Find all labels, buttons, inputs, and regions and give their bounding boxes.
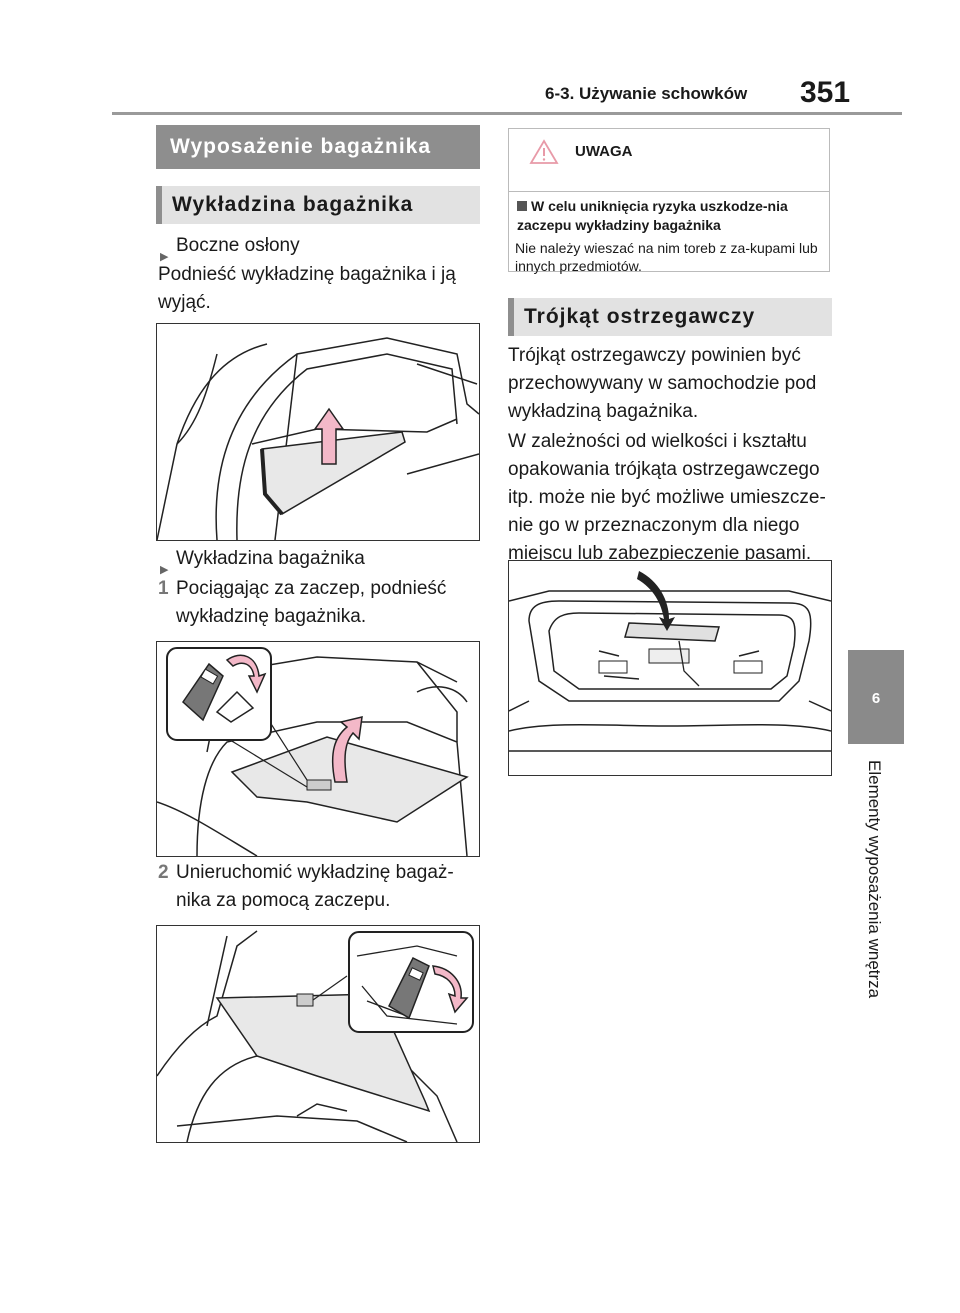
trunk-illustration-3 <box>157 930 474 1142</box>
paragraph-triangle-storage: Trójkąt ostrzegawczy powinien być przech… <box>508 345 817 422</box>
warning-title: UWAGA <box>575 143 633 160</box>
header-rule <box>112 112 902 115</box>
trunk-illustration-1 <box>157 337 479 540</box>
chapter-title-vertical: Elementy wyposażenia wnętrza <box>862 760 886 1020</box>
bullet-trunk-mat: Wykładzina bagażnika <box>176 545 476 573</box>
step-1-text: Pociągając za zaczep, podnieść wykładzin… <box>176 578 447 627</box>
step-2-text: Unieruchomić wykładzinę bagaż-nika za po… <box>176 862 454 911</box>
bullet-side-covers: Boczne osłony <box>176 232 476 260</box>
paragraph-triangle-size: W zależności od wielkości i kształtu opa… <box>508 431 826 564</box>
warning-heading: W celu uniknięcia ryzyka uszkodze-nia za… <box>517 197 823 235</box>
warning-text: Nie należy wieszać na nim toreb z za-kup… <box>515 240 818 274</box>
page-number: 351 <box>800 76 851 109</box>
chapter-tab <box>848 650 904 744</box>
section-title-triangle: Trójkąt ostrzegawczy <box>508 298 832 336</box>
section-header: 6-3. Używanie schowków <box>545 84 748 103</box>
chapter-title: Elementy wyposażenia wnętrza <box>865 760 884 999</box>
trunk-illustration-2 <box>157 647 469 856</box>
figure-warning-triangle <box>508 560 832 776</box>
figure-side-covers <box>156 323 480 541</box>
warning-header: UWAGA <box>509 129 829 192</box>
paragraph-lift-mat: Podnieść wykładzinę bagażnika i ją wyjąć… <box>158 264 456 313</box>
bullet-text-2: Wykładzina bagażnika <box>176 548 365 569</box>
warning-triangle-icon <box>529 139 559 164</box>
step-1-number: 1 <box>158 578 169 599</box>
warning-heading-text: W celu uniknięcia ryzyka uszkodze-nia za… <box>517 198 788 233</box>
trunk-illustration-4 <box>509 571 831 752</box>
figure-lift-hook <box>156 641 480 857</box>
step-2-number: 2 <box>158 862 169 883</box>
main-title: Wyposażenie bagażnika <box>156 125 480 169</box>
bullet-text: Boczne osłony <box>176 235 300 256</box>
square-bullet-icon <box>517 201 527 211</box>
step-1: 1 Pociągając za zaczep, podnieść wykładz… <box>158 575 476 631</box>
step-2: 2 Unieruchomić wykładzinę bagaż-nika za … <box>158 859 476 915</box>
figure-secure-hook <box>156 925 480 1143</box>
chapter-number: 6 <box>871 690 881 707</box>
subsection-title: Wykładzina bagażnika <box>156 186 480 224</box>
warning-box: UWAGA W celu uniknięcia ryzyka uszkodze-… <box>508 128 830 274</box>
